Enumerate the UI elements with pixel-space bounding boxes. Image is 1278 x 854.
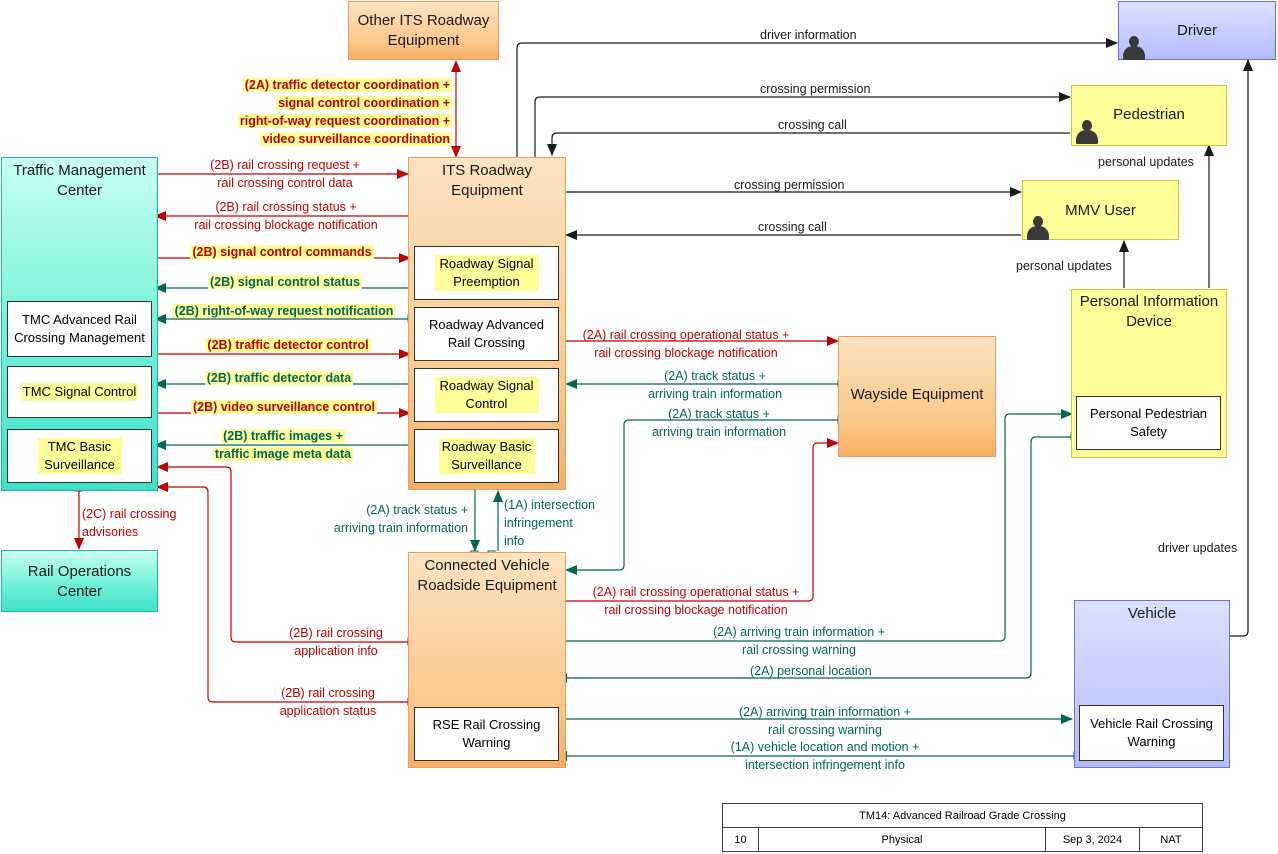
flow-label-driver-updates: driver updates (1158, 541, 1238, 555)
rail-operations-center[interactable]: Rail Operations Center (1, 550, 158, 612)
person-icon (1076, 120, 1098, 144)
flow-label-crossing-permission-mmv: crossing permission (734, 178, 845, 192)
flow-label-right-of-way-notification: (2B) right-of-way request notification (172, 304, 396, 318)
flow-label-crossing-permission-ped: crossing permission (760, 82, 871, 96)
vehicle-label: Vehicle (1127, 605, 1177, 622)
pedestrian-terminator[interactable]: Pedestrian (1071, 85, 1227, 146)
flow-label-signal-control-status: (2B) signal control status (207, 275, 363, 289)
tmc-signal-control[interactable]: TMC Signal Control (7, 366, 152, 418)
rd-adv-rail-label: Roadway Advanced Rail Crossing (429, 317, 544, 350)
other-its-label: Other ITS Roadway Equipment (357, 12, 490, 49)
flow-label-arriving-train-pid: (2A) arriving train information +rail cr… (713, 625, 885, 657)
flow-driver-information (516, 38, 1118, 157)
wayside-equipment[interactable]: Wayside Equipment (838, 336, 996, 457)
flow-label-video-surveillance-control: (2B) video surveillance control (191, 400, 377, 414)
title-block-view: Physical (758, 827, 1046, 852)
title-block-org: NAT (1139, 827, 1203, 852)
flow-operational-status-rse (565, 438, 839, 602)
rd-preempt-label: Roadway Signal Preemption (434, 255, 539, 291)
wayside-label: Wayside Equipment (850, 386, 984, 403)
roadway-signal-preemption[interactable]: Roadway Signal Preemption (414, 246, 559, 300)
title-block-number: 10 (722, 827, 759, 852)
mmv-user-terminator[interactable]: MMV User (1022, 180, 1179, 240)
tmc-adv-rail-label: TMC Advanced Rail Crossing Management (14, 312, 145, 345)
flow-label-2a-coordination: (2A) traffic detector coordination + sig… (237, 78, 452, 146)
other-its-roadway-equipment[interactable]: Other ITS Roadway Equipment (348, 1, 499, 60)
roc-label: Rail Operations Center (27, 563, 132, 600)
pedestrian-label: Pedestrian (1113, 106, 1185, 123)
flow-label-personal-updates-ped: personal updates (1098, 155, 1194, 169)
driver-terminator[interactable]: Driver (1118, 1, 1276, 60)
title-block-title: TM14: Advanced Railroad Grade Crossing (722, 803, 1203, 828)
flow-label-track-status-rse: (2A) track status +arriving train inform… (651, 407, 787, 439)
flow-label-operational-status-wayside: (2A) rail crossing operational status +r… (582, 328, 790, 360)
flow-label-personal-updates-mmv: personal updates (1016, 259, 1112, 273)
flow-track-status-rse (565, 419, 838, 575)
vrcw-label: Vehicle Rail Crossing Warning (1090, 716, 1213, 749)
its-roadway-label: ITS Roadway Equipment (441, 162, 533, 199)
mmv-user-label: MMV User (1065, 202, 1136, 219)
flow-label-operational-status-rse: (2A) rail crossing operational status +r… (592, 585, 800, 617)
flow-application-info (156, 462, 410, 643)
flow-label-traffic-detector-data: (2B) traffic detector data (204, 371, 354, 385)
tmc-signal-label: TMC Signal Control (20, 383, 139, 401)
flow-label-crossing-call-ped: crossing call (778, 118, 847, 132)
person-icon (1027, 216, 1049, 240)
personal-pedestrian-safety[interactable]: Personal Pedestrian Safety (1076, 396, 1221, 450)
person-icon (1123, 36, 1145, 60)
tmc-basic-surveillance[interactable]: TMC Basic Surveillance (7, 429, 152, 483)
tmc-label: Traffic Management Center (13, 162, 146, 199)
flow-crossing-permission-ped (534, 92, 1071, 157)
pps-label: Personal Pedestrian Safety (1089, 406, 1208, 439)
rse-rail-crossing-warning[interactable]: RSE Rail Crossing Warning (414, 707, 559, 761)
roadway-advanced-rail-crossing[interactable]: Roadway Advanced Rail Crossing (414, 307, 559, 361)
cvre-label: Connected Vehicle Roadside Equipment (417, 557, 557, 594)
flow-label-traffic-detector-control: (2B) traffic detector control (205, 338, 371, 352)
vehicle-rail-crossing-warning[interactable]: Vehicle Rail Crossing Warning (1079, 705, 1224, 761)
flow-label-signal-control-commands: (2B) signal control commands (190, 245, 374, 259)
flow-label-crossing-call-mmv: crossing call (758, 220, 827, 234)
roadway-signal-control[interactable]: Roadway Signal Control (414, 368, 559, 422)
rd-surv-label: Roadway Basic Surveillance (438, 438, 535, 474)
pid-label: Personal Information Device (1079, 293, 1219, 330)
flow-label-personal-location: (2A) personal location (750, 664, 872, 678)
flow-arriving-train-pid (560, 409, 1073, 642)
flow-label-track-status-its: (2A) track status +arriving train inform… (647, 369, 783, 401)
tmc-surv-label: TMC Basic Surveillance (37, 438, 122, 474)
flow-personal-location (555, 436, 1072, 683)
title-block-date: Sep 3, 2024 (1045, 827, 1140, 852)
rd-signal-label: Roadway Signal Control (434, 377, 539, 413)
driver-label: Driver (1177, 22, 1217, 39)
roadway-basic-surveillance[interactable]: Roadway Basic Surveillance (414, 429, 559, 483)
rse-warn-label: RSE Rail Crossing Warning (432, 717, 541, 750)
tmc-advanced-rail-crossing-management[interactable]: TMC Advanced Rail Crossing Management (7, 301, 152, 357)
flow-label-rail-crossing-request: (2B) rail crossing request +rail crossin… (210, 158, 360, 190)
flow-label-arriving-train-vehicle: (2A) arriving train information +rail cr… (739, 705, 911, 737)
flow-driver-updates (1230, 59, 1253, 637)
flow-crossing-call-ped (547, 132, 1070, 156)
flow-label-vehicle-location: (1A) vehicle location and motion +inters… (730, 740, 920, 772)
flow-label-traffic-images: (2B) traffic images +traffic image meta … (212, 429, 354, 461)
flow-label-track-status-down: (2A) track status +arriving train inform… (333, 503, 468, 535)
flow-application-status (156, 482, 410, 703)
flow-label-driver-information: driver information (760, 28, 857, 42)
flow-label-rail-crossing-status: (2B) rail crossing status +rail crossing… (194, 200, 378, 232)
